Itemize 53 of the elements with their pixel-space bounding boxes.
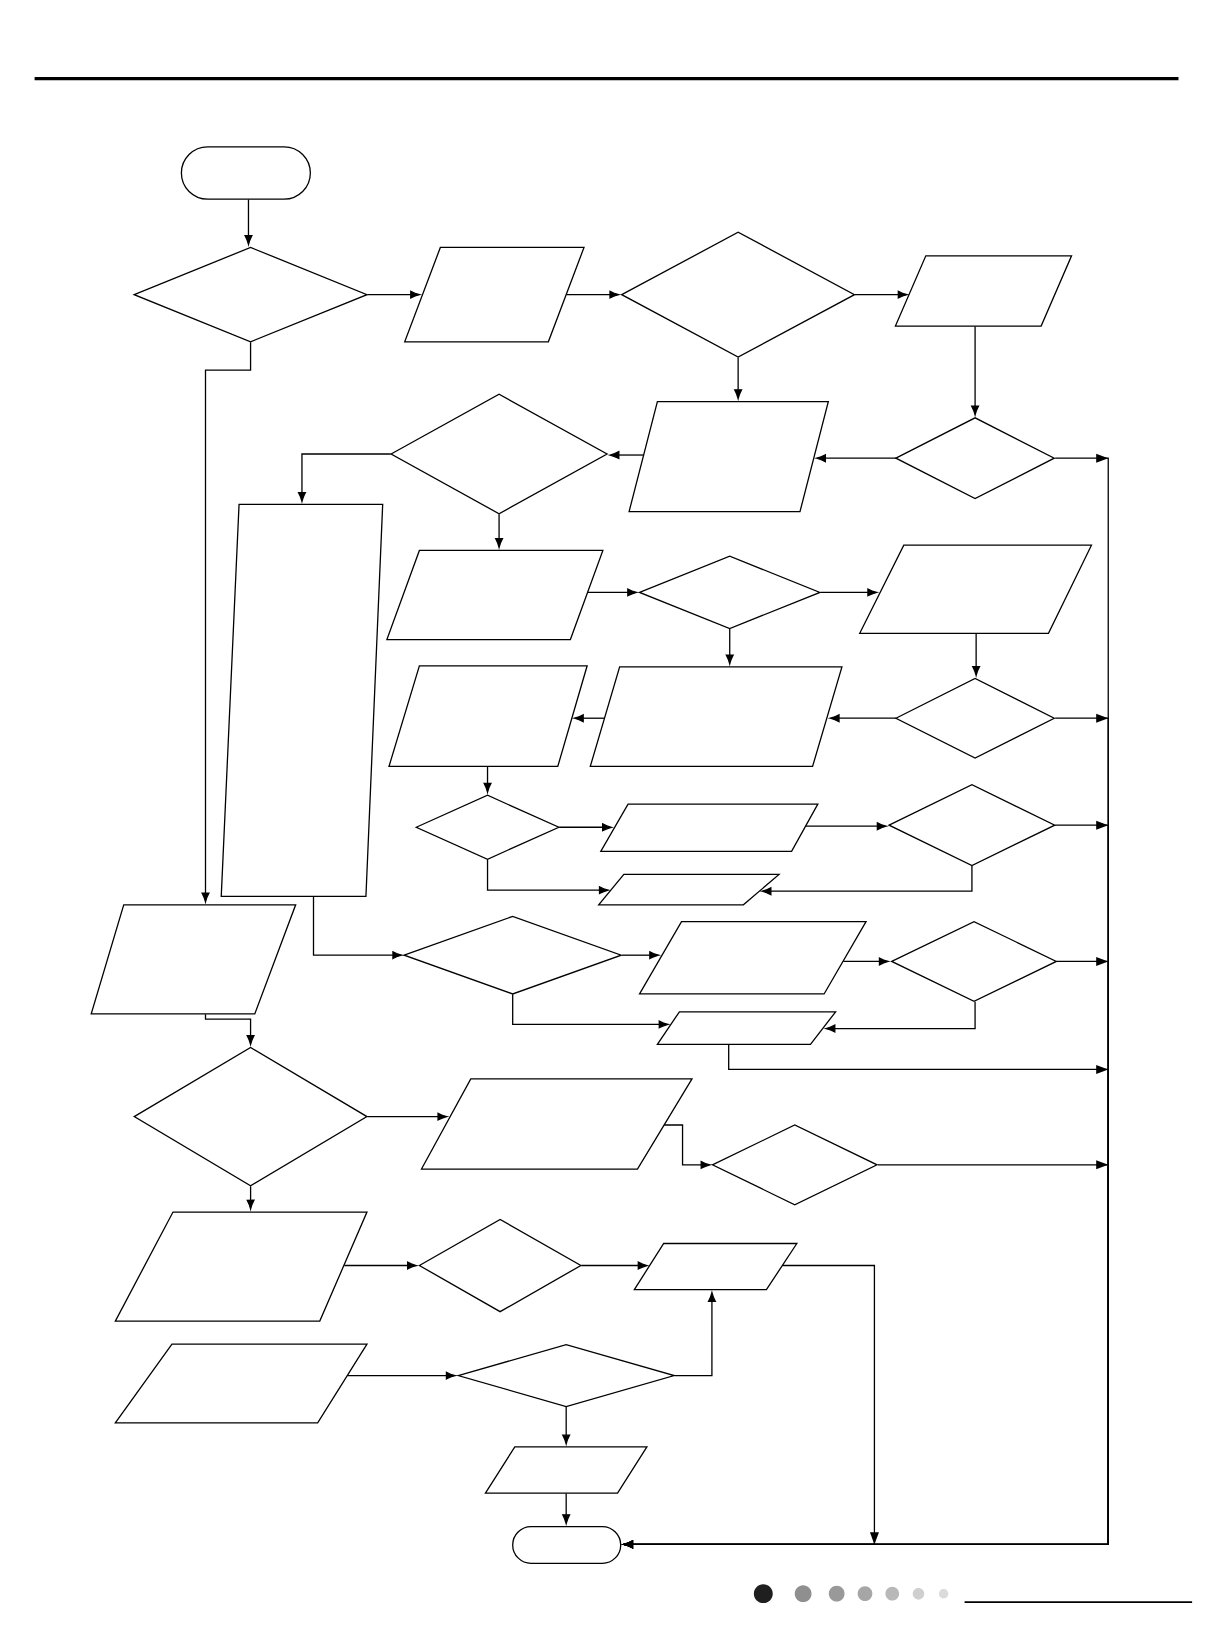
process-parallelogram — [220, 503, 384, 898]
arrow — [804, 822, 887, 831]
arrow — [201, 341, 252, 903]
arrow — [565, 290, 620, 299]
process-parallelogram — [90, 904, 297, 1015]
arrow — [297, 453, 392, 502]
arrow — [366, 290, 421, 299]
arrow — [343, 1261, 417, 1270]
terminal-shape — [512, 1525, 622, 1564]
arrow — [819, 588, 878, 597]
arrow — [734, 356, 743, 400]
process-parallelogram — [114, 1211, 368, 1322]
arrow — [971, 325, 980, 416]
decision-diamond — [418, 1218, 583, 1313]
arrow — [761, 865, 973, 896]
arrow — [558, 823, 612, 832]
arrow — [562, 1406, 571, 1445]
arrow — [366, 1112, 448, 1121]
arrow — [312, 896, 403, 960]
arrow — [825, 1001, 976, 1033]
arrow — [246, 1185, 255, 1210]
process-parallelogram — [894, 255, 1073, 327]
process-parallelogram — [388, 665, 588, 768]
arrow — [586, 588, 638, 597]
arrow — [580, 1261, 648, 1270]
process-parallelogram — [633, 1242, 798, 1291]
arrow — [204, 1013, 255, 1045]
process-parallelogram — [656, 1011, 837, 1045]
arrow — [483, 766, 492, 793]
arrow — [663, 1124, 711, 1169]
arrow — [972, 633, 981, 676]
arrow — [816, 454, 897, 463]
arrow — [244, 198, 253, 245]
arrow — [842, 957, 889, 966]
process-parallelogram — [628, 400, 830, 513]
arrow — [854, 290, 908, 299]
process-parallelogram — [484, 1446, 649, 1494]
arrow — [495, 513, 504, 548]
arrow — [621, 951, 660, 960]
terminal-shape — [180, 146, 311, 200]
arrow — [562, 1492, 571, 1525]
process-parallelogram — [589, 666, 843, 768]
arrow — [486, 858, 609, 895]
arrow — [609, 451, 644, 460]
process-parallelogram — [114, 1343, 369, 1424]
process-parallelogram — [420, 1078, 694, 1170]
arrow — [829, 714, 897, 723]
arrow — [573, 714, 606, 723]
arrow — [673, 1292, 716, 1377]
arrow — [725, 628, 734, 665]
arrow — [346, 1371, 456, 1380]
arrow — [512, 993, 669, 1029]
process-parallelogram — [638, 920, 868, 995]
